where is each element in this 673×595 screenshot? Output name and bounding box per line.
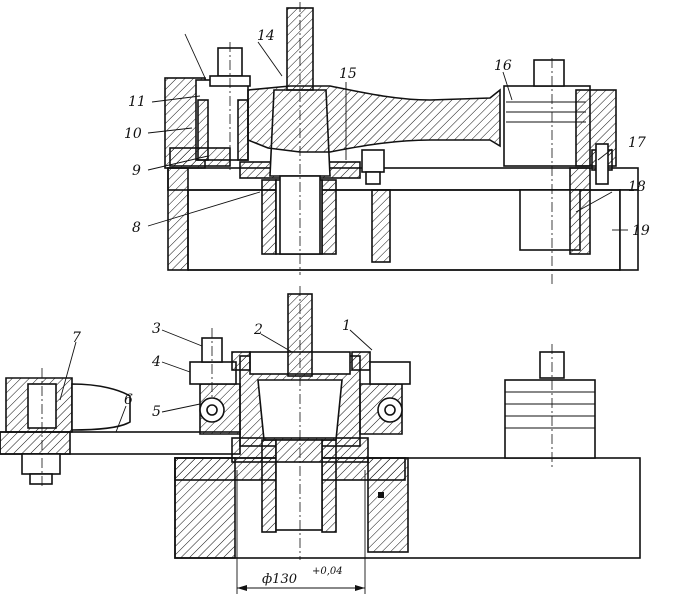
callout-11: 11: [128, 94, 146, 110]
callout-4: 4: [151, 354, 161, 370]
callout-9: 9: [132, 163, 141, 179]
dimension-nominal: ф130: [262, 572, 297, 587]
diameter-dimension: ф130 +0,04: [262, 566, 343, 587]
callout-17: 17: [628, 135, 646, 151]
callout-18: 18: [628, 179, 646, 195]
dimension-tolerance: +0,04: [312, 566, 343, 577]
callout-2: 2: [253, 322, 263, 338]
callout-7: 7: [72, 330, 81, 346]
callout-6: 6: [124, 392, 133, 408]
lower-view: [0, 286, 641, 594]
callout-16: 16: [494, 58, 512, 74]
upper-view: [164, 2, 639, 285]
callout-1: 1: [342, 318, 351, 334]
leader-lines: [59, 33, 628, 433]
callout-10: 10: [124, 126, 142, 142]
callout-5: 5: [152, 404, 161, 420]
callout-14: 14: [257, 28, 275, 44]
callout-15: 15: [339, 66, 357, 82]
callout-8: 8: [132, 220, 141, 236]
callouts: 14 15 16 11 10 9 8 17 18 19 3 2 1 4 5 6 …: [72, 28, 650, 420]
callout-19: 19: [632, 223, 650, 239]
callout-3: 3: [152, 321, 161, 337]
